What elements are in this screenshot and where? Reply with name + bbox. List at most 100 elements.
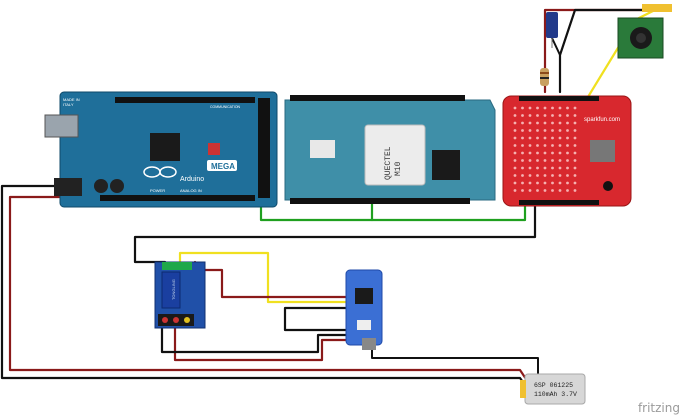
proto-hole [528,129,532,132]
proto-hole [543,181,547,185]
proto-hole [536,174,539,177]
proto-hole [566,181,569,185]
wire-black-charger [283,306,372,332]
wire-red-relay [193,260,354,299]
proto-hole [536,159,539,162]
sensor-module [617,4,672,59]
proto-shield-board: sparkfun.com [502,95,632,207]
quectel-module [364,124,426,186]
reset-button [208,143,220,155]
proto-hole [543,114,547,117]
proto-hole [543,159,547,162]
proto-hole [528,121,532,125]
proto-hole [536,106,539,110]
analog-header-bottom [100,195,255,201]
wire-red-relay-bottom [173,324,357,362]
wire-yellow-relay [178,251,354,304]
proto-hole [536,121,539,125]
charger-board [345,269,383,350]
charger-chip [355,288,373,304]
proto-hole [528,189,532,192]
proto-hole [566,144,569,147]
proto-hole [566,159,569,162]
module-line1-label: QUECTEL [384,146,393,180]
proto-hole [566,166,569,170]
module-line2-label: M10 [394,161,403,176]
proto-hole [528,159,532,162]
proto-hole [521,136,524,140]
proto-hole [558,144,562,147]
communication-label: COMMUNICATION [210,105,241,109]
sim-slot [432,150,460,180]
proto-hole [573,121,577,125]
proto-hole [551,151,554,155]
proto-hole [513,114,517,117]
proto-hole [543,144,547,147]
proto-hole [551,144,554,147]
proto-hole [536,114,539,117]
proto-hole [543,136,547,140]
proto-hole [513,181,517,185]
proto-hole [573,159,577,162]
proto-hole [513,166,517,170]
battery: 6SP 061225 110mAh 3.7V [520,373,586,405]
proto-hole [543,121,547,125]
capacitor-1 [94,179,108,193]
proto-hole [566,106,569,110]
proto-hole [513,129,517,132]
side-header [258,98,270,198]
wire-black-charger-battery [371,339,539,379]
proto-hole [521,189,524,192]
proto-hole [521,114,524,117]
analog-in-label: ANALOG IN [180,188,202,193]
usb-port [44,114,79,138]
proto-hole [513,106,517,110]
proto-hole [558,106,562,110]
sensor-pins [642,4,672,12]
arduino-mega-board: Arduino MEGA MADE IN ITALY COMMUNICATION… [44,91,278,208]
proto-hole [543,106,547,110]
proto-hole [551,189,554,192]
proto-hole [513,159,517,162]
proto-hole [551,106,554,110]
proto-hole [528,136,532,140]
proto-hole [521,144,524,147]
proto-hole [558,151,562,155]
proto-hole [528,166,532,170]
proto-hole [528,144,532,147]
watermark: fritzing [637,401,680,415]
mcu-chip [150,133,180,161]
proto-hole [551,114,554,117]
proto-hole [573,114,577,117]
proto-hole [558,166,562,170]
proto-header-top [519,96,599,101]
proto-hole [551,136,554,140]
country-label: ITALY [63,102,74,107]
gsm-label-plate [310,140,335,158]
digital-header-top [115,97,255,103]
proto-hole [528,151,532,155]
sparkfun-label: sparkfun.com [584,117,620,123]
proto-hole [513,174,517,177]
proto-hole [513,144,517,147]
proto-hole [551,121,554,125]
proto-grid [513,106,577,192]
proto-hole [551,174,554,177]
arduino-model-label: MEGA [211,162,235,171]
proto-hole [573,136,577,140]
made-in-label: MADE IN [63,97,80,102]
proto-hole [551,181,554,185]
proto-hole [566,129,569,132]
proto-hole [573,151,577,155]
proto-hole [513,121,517,125]
proto-hole [558,189,562,192]
proto-hole [513,151,517,155]
proto-hole [521,174,524,177]
proto-hole [528,106,532,110]
battery-line1-label: 6SP 061225 [534,382,573,389]
proto-hole [566,114,569,117]
proto-hole [528,174,532,177]
proto-hole [543,129,547,132]
proto-hole [536,189,539,192]
proto-hole [551,166,554,170]
